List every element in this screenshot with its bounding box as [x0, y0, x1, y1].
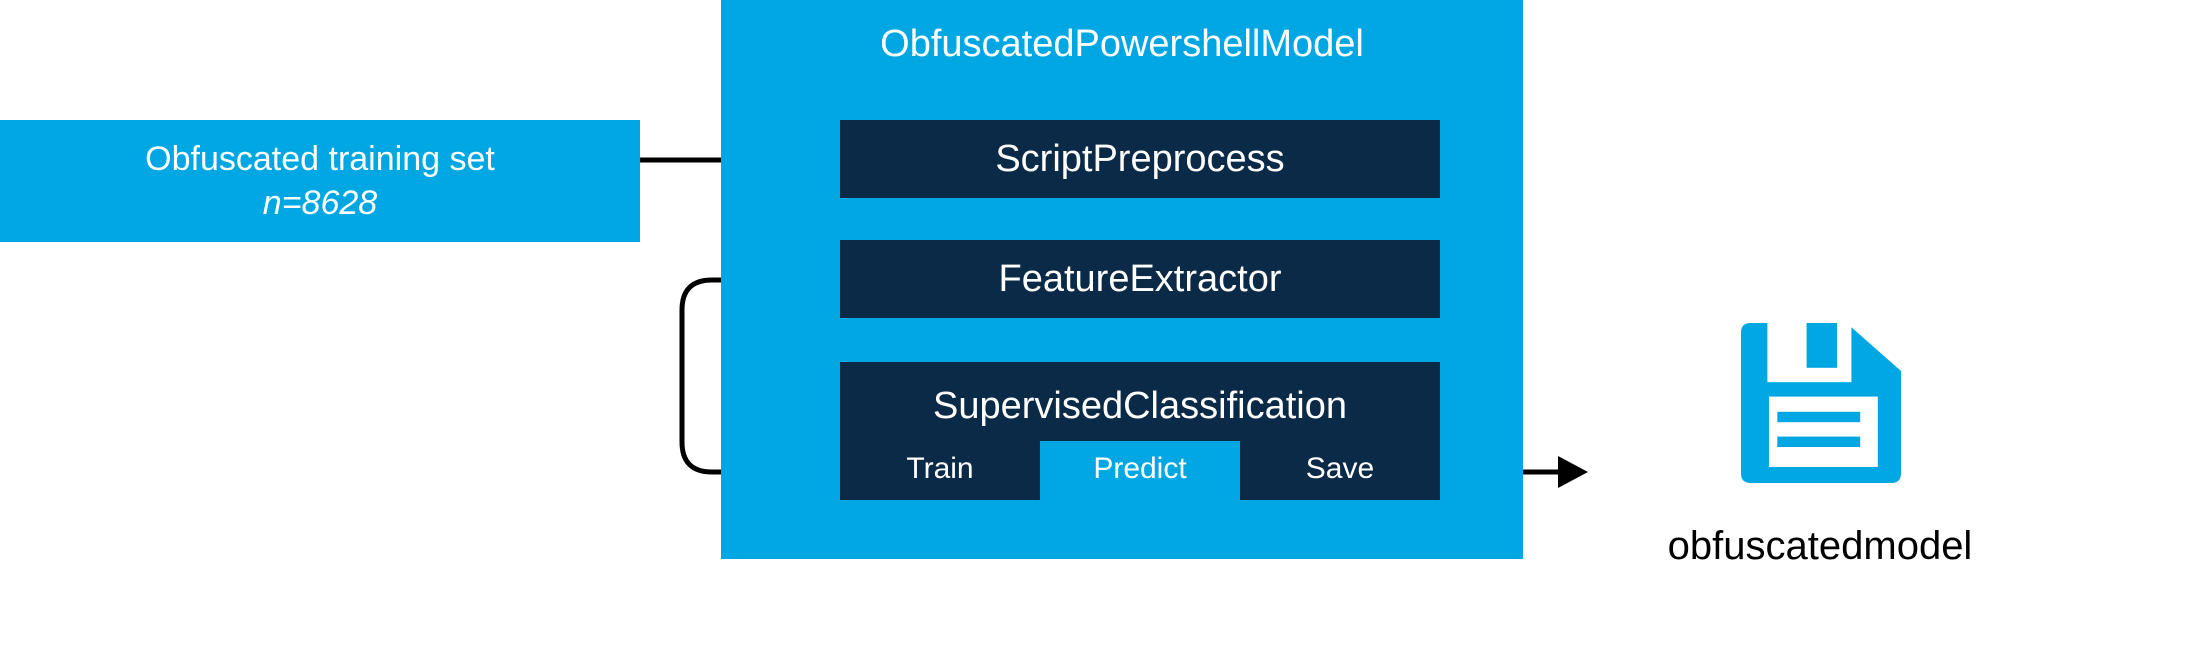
- stage-featureextractor: FeatureExtractor: [840, 240, 1440, 318]
- tab-train: Train: [906, 452, 974, 485]
- input-dataset-title: Obfuscated training set: [145, 140, 495, 178]
- stage-scriptpreprocess-label: ScriptPreprocess: [995, 138, 1285, 180]
- input-dataset-sample-count: n=8628: [262, 184, 378, 222]
- classification-mode-tabs: Train Predict Save: [840, 441, 1440, 500]
- input-dataset-box: Obfuscated training set n=8628: [0, 120, 640, 242]
- stage-featureextractor-label: FeatureExtractor: [998, 258, 1282, 300]
- model-title: ObfuscatedPowershellModel: [880, 23, 1364, 65]
- stage-supervisedclassification: SupervisedClassification Train Predict S…: [840, 362, 1440, 500]
- tab-save: Save: [1305, 452, 1375, 485]
- tab-predict: Predict: [1040, 441, 1240, 500]
- model-container: ObfuscatedPowershellModel ScriptPreproce…: [721, 0, 1523, 559]
- stage-scriptpreprocess: ScriptPreprocess: [840, 120, 1440, 198]
- floppy-disk-save-icon: [1741, 323, 1901, 483]
- stage-supervisedclassification-label: SupervisedClassification: [933, 385, 1347, 427]
- output-model-filename: obfuscatedmodel: [1667, 524, 1973, 568]
- save-output-arrowhead: [1558, 456, 1588, 488]
